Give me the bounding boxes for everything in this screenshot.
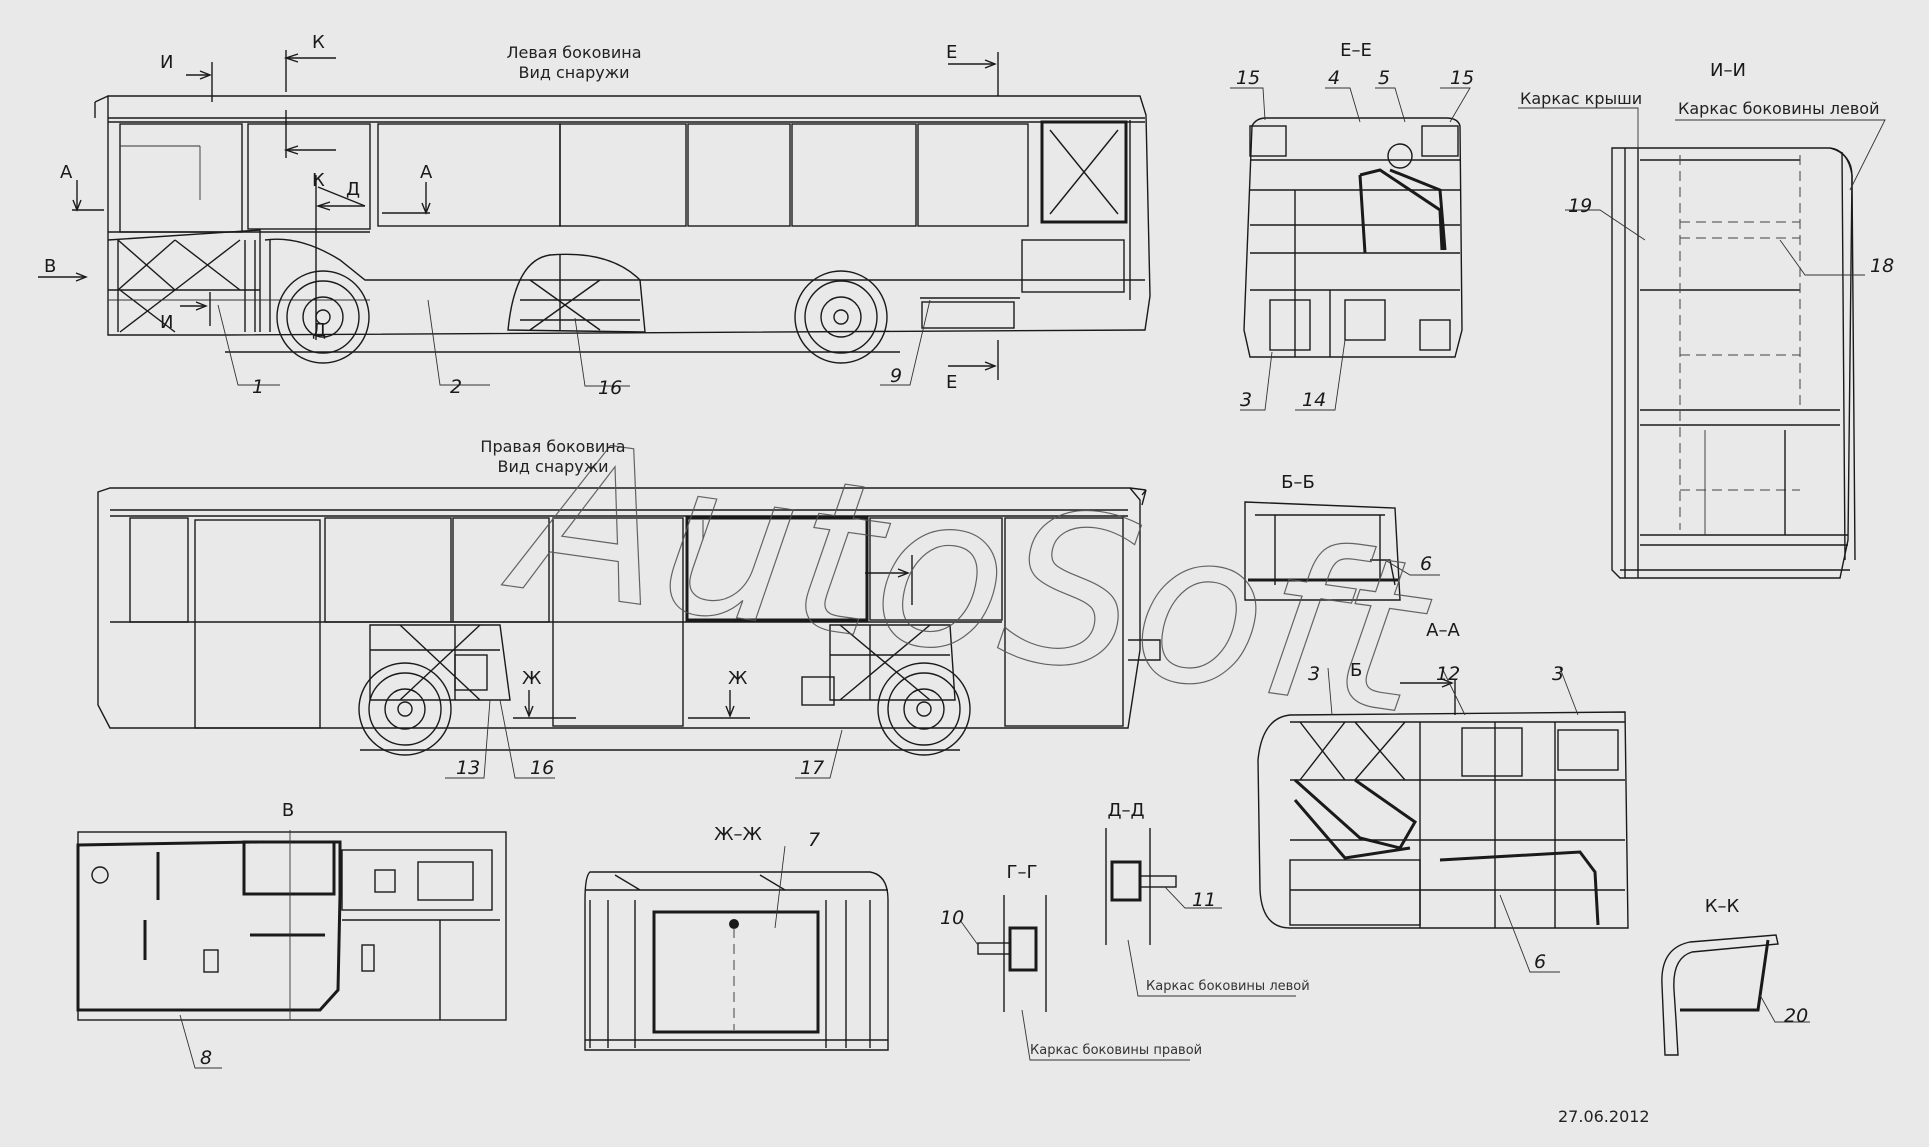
left-view-title: Левая боковина [506,43,641,62]
right-view-subtitle: Вид снаружи [497,457,608,476]
section-a-a [1257,667,1629,973]
part-13: 13 [456,757,480,779]
part-5: 5 [1378,67,1390,89]
section-mark-i: И [160,52,173,73]
part-16: 16 [598,377,622,399]
part-2: 2 [450,376,462,398]
title-g-g: Г–Г [1007,862,1038,883]
part-11: 11 [1192,889,1216,911]
section-mark-k-2: К [312,170,325,191]
title-v: В [282,800,294,821]
section-zh-zh [584,845,889,1051]
part-6-2: 6 [1534,951,1546,973]
part-15: 15 [1236,67,1260,89]
title-zh-zh: Ж–Ж [714,824,762,845]
section-mark-a: А [60,162,73,183]
left-view-subtitle: Вид снаружи [518,63,629,82]
section-e-e [1230,87,1471,411]
right-view-title: Правая боковина [480,437,625,456]
watermark-text: AutoSoft [494,392,1443,763]
title-d-d: Д–Д [1107,800,1144,821]
part-6: 6 [1420,553,1432,575]
section-mark-b: Б [1350,660,1362,681]
part-1: 1 [252,376,264,398]
part-3-2: 3 [1308,663,1320,685]
section-mark-d-2: Д [312,320,326,341]
title-k-k: К–К [1705,896,1740,917]
part-17: 17 [800,757,824,779]
section-mark-k: К [312,32,325,53]
part-20: 20 [1784,1005,1808,1027]
section-mark-i-2: И [160,312,173,333]
part-9: 9 [890,365,902,387]
section-mark-d: Д [346,179,360,200]
section-mark-e-2: Е [946,372,957,393]
part-3-3: 3 [1552,663,1564,685]
right-side-view [97,487,1161,779]
label-roof-frame: Каркас крыши [1520,89,1642,108]
drawing-date: 27.06.2012 [1558,1107,1650,1126]
left-side-view [38,50,1151,387]
part-8: 8 [200,1047,212,1069]
part-10: 10 [940,907,964,929]
part-15-2: 15 [1450,67,1474,89]
title-e-e: Е–Е [1340,40,1372,61]
part-14: 14 [1302,389,1326,411]
section-mark-e: Е [946,42,957,63]
watermark: AutoSoft [493,391,1444,763]
part-16-2: 16 [530,757,554,779]
part-12: 12 [1436,663,1460,685]
title-i-i: И–И [1710,60,1746,81]
title-a-a: А–А [1426,620,1460,641]
part-3: 3 [1240,389,1252,411]
part-19: 19 [1568,195,1592,217]
label-right-side-frame: Каркас боковины правой [1030,1043,1202,1058]
section-b-b [1244,501,1440,601]
section-k-k [1661,934,1810,1056]
label-left-side-frame-2: Каркас боковины левой [1146,979,1310,994]
label-left-side-frame: Каркас боковины левой [1678,99,1879,118]
part-7: 7 [808,829,820,851]
section-g-g [959,895,1190,1061]
section-d-d [1105,828,1296,997]
title-b-b: Б–Б [1281,472,1315,493]
section-mark-zh: Ж [522,668,542,689]
section-mark-a-2: А [420,162,433,183]
section-mark-v: В [44,256,56,277]
part-4: 4 [1328,67,1340,89]
section-i-i [1518,107,1886,579]
text-layer: Левая боковина Вид снаружи Правая бокови… [44,32,1894,1126]
view-v [76,830,507,1069]
part-18: 18 [1870,255,1894,277]
section-mark-zh-2: Ж [728,668,748,689]
